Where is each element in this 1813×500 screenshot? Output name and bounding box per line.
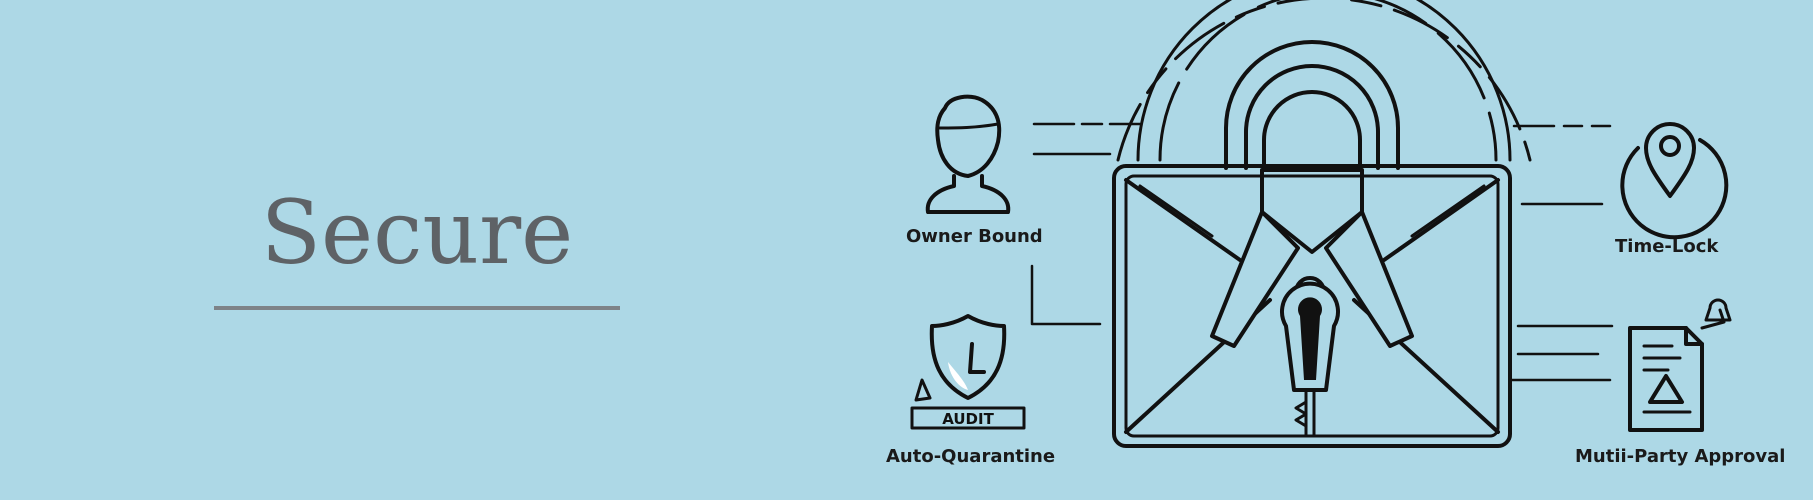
person-icon: [925, 94, 1011, 214]
feature-time-lock: Time-Lock: [1615, 236, 1719, 257]
title-block: Secure: [214, 178, 620, 288]
padlock-icon: [1210, 40, 1414, 348]
document-icon: [1628, 298, 1732, 432]
page-title: Secure: [260, 181, 574, 284]
feature-auto-quarantine: Auto-Quarantine: [886, 446, 1056, 467]
feature-owner-bound: Owner Bound: [906, 226, 1043, 247]
audit-badge: AUDIT: [910, 406, 1026, 430]
signal-arcs: [1116, 0, 1532, 162]
warning-icon: [1648, 374, 1684, 404]
audit-label: AUDIT: [942, 410, 994, 428]
feature-multi-party-approval: Mutii-Party Approval: [1575, 446, 1786, 467]
keyhole-icon: [1280, 276, 1340, 392]
connector-lines: [1030, 122, 1614, 382]
shield-icon: [914, 314, 1007, 402]
key-icon: [1294, 390, 1316, 438]
title-underline: [214, 306, 620, 310]
location-pin-icon: [1620, 122, 1729, 240]
